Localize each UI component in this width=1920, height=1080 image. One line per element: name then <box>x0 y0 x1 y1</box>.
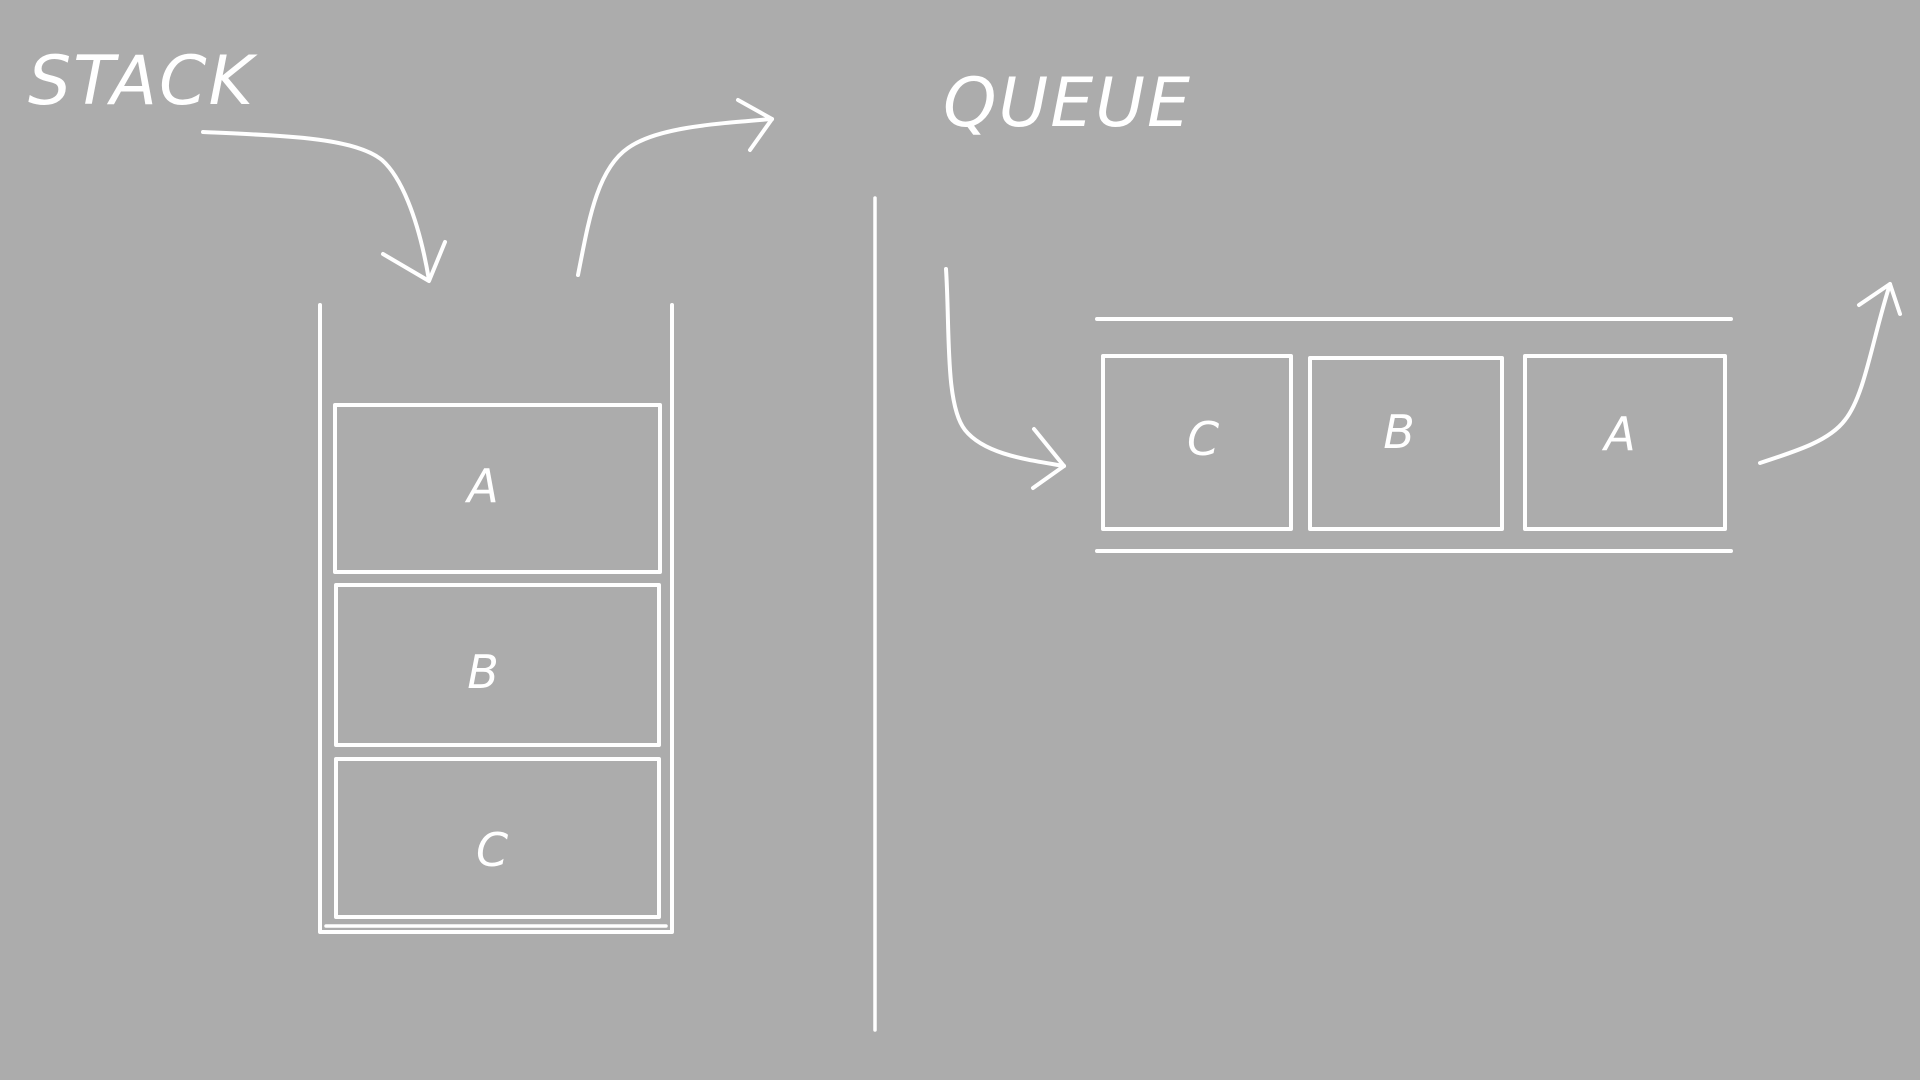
stack-title: STACK <box>28 42 258 121</box>
queue-item-label: B <box>1383 405 1415 459</box>
queue-box-front <box>1523 354 1727 531</box>
queue-box-rear <box>1101 354 1293 531</box>
stack-item-label: A <box>464 459 498 513</box>
stack-item-label: C <box>476 823 508 877</box>
queue-box-middle <box>1308 356 1504 531</box>
stack-push-arrowhead <box>381 240 447 283</box>
stack-push-arrow <box>201 130 431 282</box>
stack-pop-arrow <box>576 117 774 277</box>
stack-box-top <box>333 403 662 574</box>
queue-item-label: C <box>1187 412 1219 466</box>
queue-title: QUEUE <box>943 64 1192 143</box>
queue-dequeue-arrowhead <box>1857 282 1902 316</box>
stack-container-outer <box>318 303 674 934</box>
queue-enqueue-arrow <box>944 267 1066 468</box>
stack-item-label: B <box>467 645 499 699</box>
queue-item-label: A <box>1601 407 1635 461</box>
stack-box-middle <box>334 583 661 747</box>
stack-pop-arrowhead <box>736 98 774 152</box>
queue-enqueue-arrowhead <box>1031 427 1066 490</box>
stack-box-bottom <box>334 757 661 919</box>
queue-dequeue-arrow <box>1758 282 1892 465</box>
